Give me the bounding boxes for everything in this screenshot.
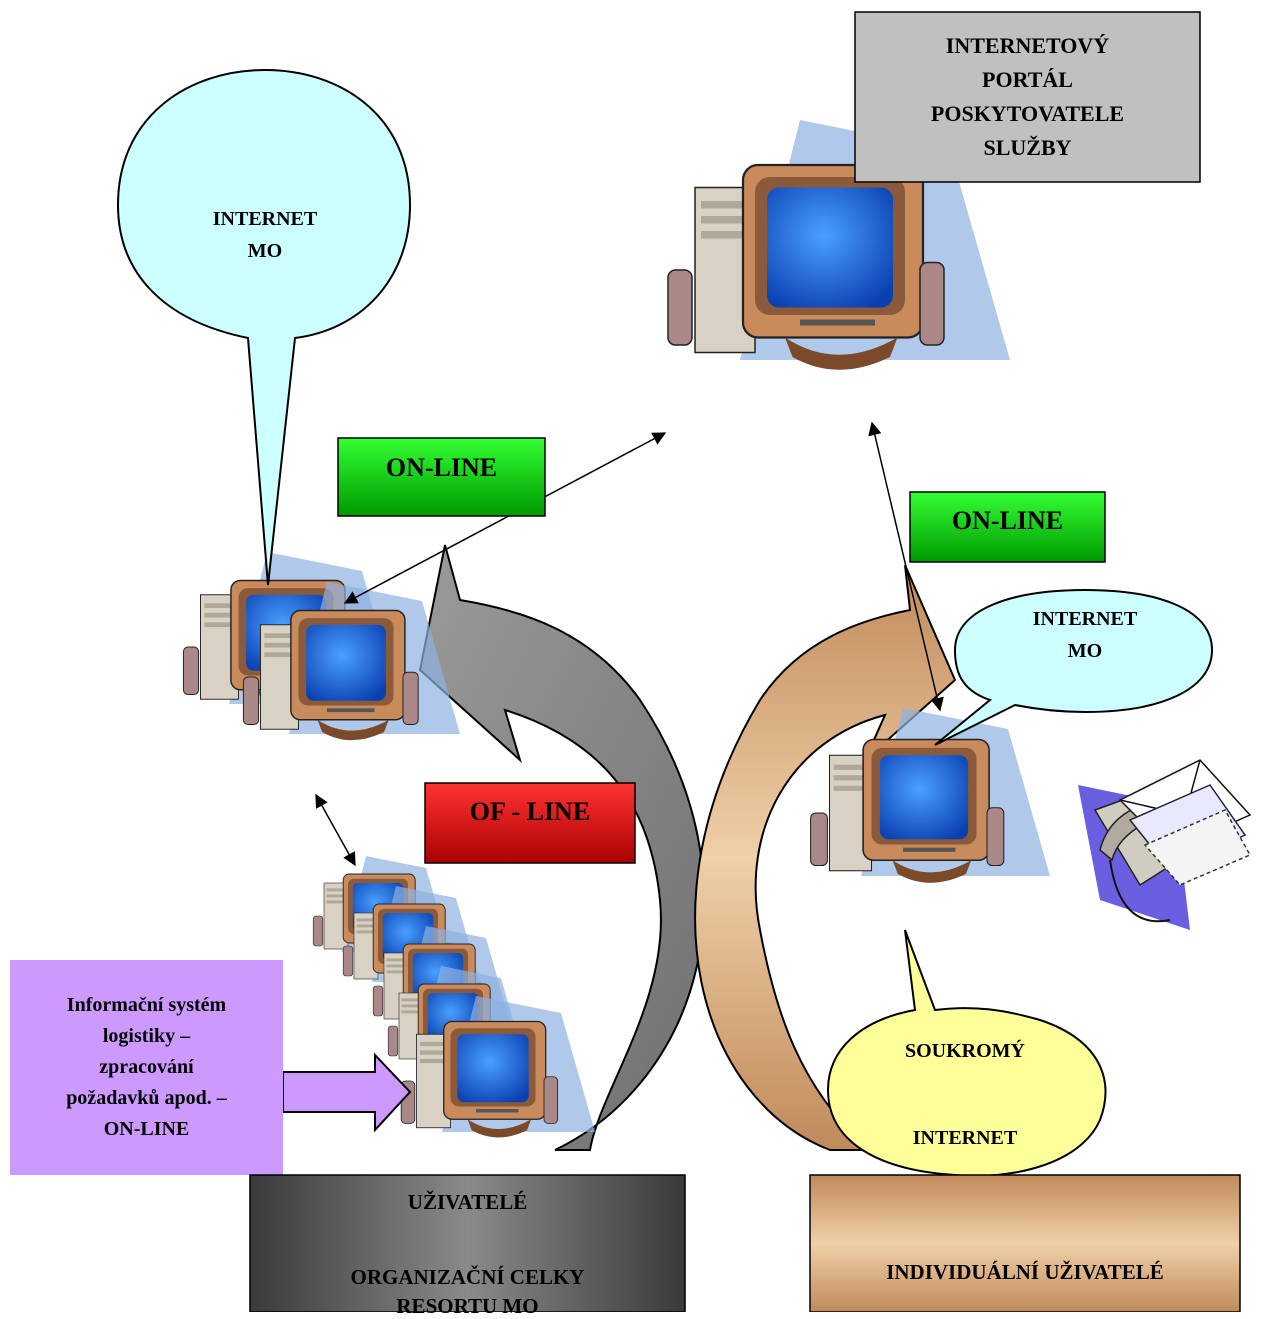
bubble-internet-mo-left-shape <box>116 68 412 586</box>
portal-box-label: INTERNETOVÝ PORTÁL POSKYTOVATELE SLUŽBY <box>930 32 1125 161</box>
offline-shape <box>424 782 636 864</box>
bubble-internet-mo-right-shape <box>934 588 1214 746</box>
bubble-internet-mo-right-label: INTERNET MO <box>1032 608 1138 662</box>
online-right-shape <box>909 491 1106 563</box>
online-label-right: ON-LINE <box>951 506 1064 535</box>
info-system-label: Informační systém logistiky – zpracování… <box>66 994 227 1140</box>
online-label-left: ON-LINE <box>385 453 498 482</box>
envelope-icon <box>1118 759 1252 886</box>
arrow-info-system <box>282 1052 412 1133</box>
arrow-internet-to-org <box>315 793 356 867</box>
portal-box-shape <box>854 11 1201 183</box>
bubble-internet-mo-left-label: INTERNET MO <box>212 208 318 262</box>
individual-users-shape <box>809 1174 1241 1312</box>
users-org-shape <box>249 1174 686 1312</box>
internet-mo-computers-icon <box>182 551 461 741</box>
online-left-shape <box>337 437 546 517</box>
info-system-shape <box>10 960 283 1175</box>
bubble-private-internet-label: SOUKROMÝ INTERNET <box>905 1040 1025 1149</box>
individual-computer-icon <box>809 707 1051 884</box>
offline-label: OF - LINE <box>469 797 591 826</box>
arrow-internet-to-portal <box>343 432 667 604</box>
bubble-private-internet-shape <box>826 929 1107 1177</box>
individual-users-label: INDIVIDUÁLNÍ UŽIVATELÉ <box>886 1260 1164 1284</box>
arrow-individual-to-portal <box>868 421 944 712</box>
users-org-label: UŽIVATELÉ ORGANIZAČNÍ CELKY RESORTU MO <box>350 1190 585 1318</box>
